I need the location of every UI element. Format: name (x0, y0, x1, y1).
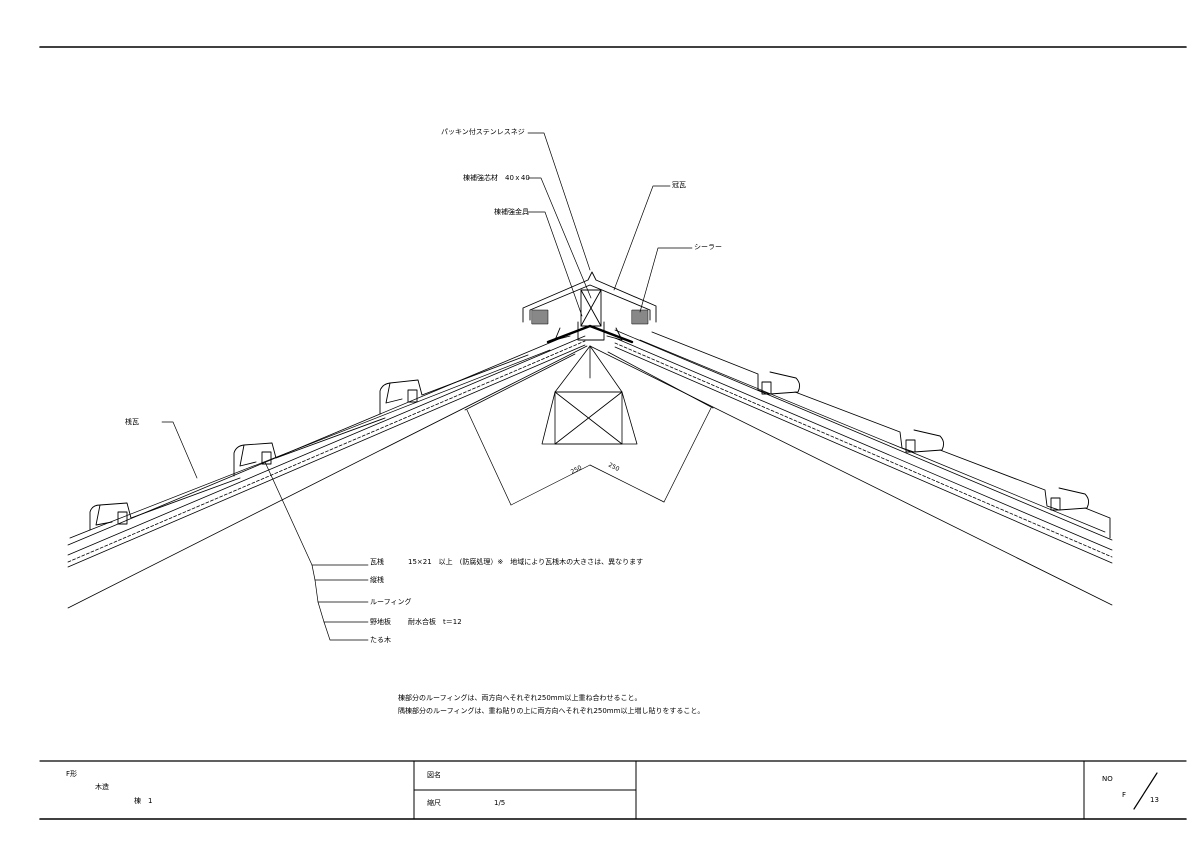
project-line-3: 棟 1 (134, 797, 153, 805)
ridge-assembly (522, 271, 657, 344)
right-slope-layers (589, 329, 1113, 606)
leader-lines (161, 132, 693, 641)
legend-name-1: 瓦桟 (370, 558, 384, 566)
dimension-left-label: 250 (570, 464, 584, 476)
callout-sealer: シーラー (694, 243, 722, 251)
note-1: 棟部分のルーフィングは、両方向へそれぞれ250mm以上重ね合わせること。 (398, 694, 642, 702)
note-2: 隅棟部分のルーフィングは、重ね貼りの上に両方向へそれぞれ250mm以上増し貼りを… (398, 707, 705, 715)
legend-name-5: たる木 (370, 636, 391, 644)
dimension-lines (466, 407, 712, 506)
drawing-name-label: 図名 (427, 771, 441, 779)
left-field-tiles (69, 349, 551, 539)
drawing-no-prefix: F (1122, 791, 1127, 799)
scale-value: 1/5 (494, 799, 506, 807)
callout-packing-screw: パッキン付ステンレスネジ (441, 128, 525, 136)
title-block-frame (39, 760, 1187, 820)
drawing-no-label: NO (1102, 775, 1113, 783)
legend-name-3: ルーフィング (370, 598, 412, 606)
project-line-1: F形 (66, 770, 78, 778)
right-field-tiles (639, 331, 1111, 539)
legend-name-2: 縦桟 (370, 576, 384, 584)
scale-label: 縮尺 (427, 799, 441, 807)
left-slope-layers (67, 327, 588, 609)
callout-ridge-reinforcement-member: 棟補強芯材 40ｘ40 (463, 174, 530, 182)
callout-crown-tile: 冠瓦 (672, 181, 686, 189)
callout-field-tile: 桟瓦 (125, 418, 139, 426)
callout-ridge-reinforcement-bracket: 棟補強金具 (494, 208, 529, 216)
ridge-beam-section (541, 345, 638, 445)
legend-name-4: 野地板 (370, 618, 391, 626)
legend-spec-1: 15×21 以上 (防腐処理）※ 地域により瓦桟木の大きさは、異なります (408, 558, 644, 566)
legend-spec-4: 耐水合板 t＝12 (408, 618, 462, 626)
project-line-2: 木造 (95, 783, 109, 791)
dimension-right-label: 250 (607, 462, 621, 474)
drawing-no-number: 13 (1150, 796, 1159, 804)
